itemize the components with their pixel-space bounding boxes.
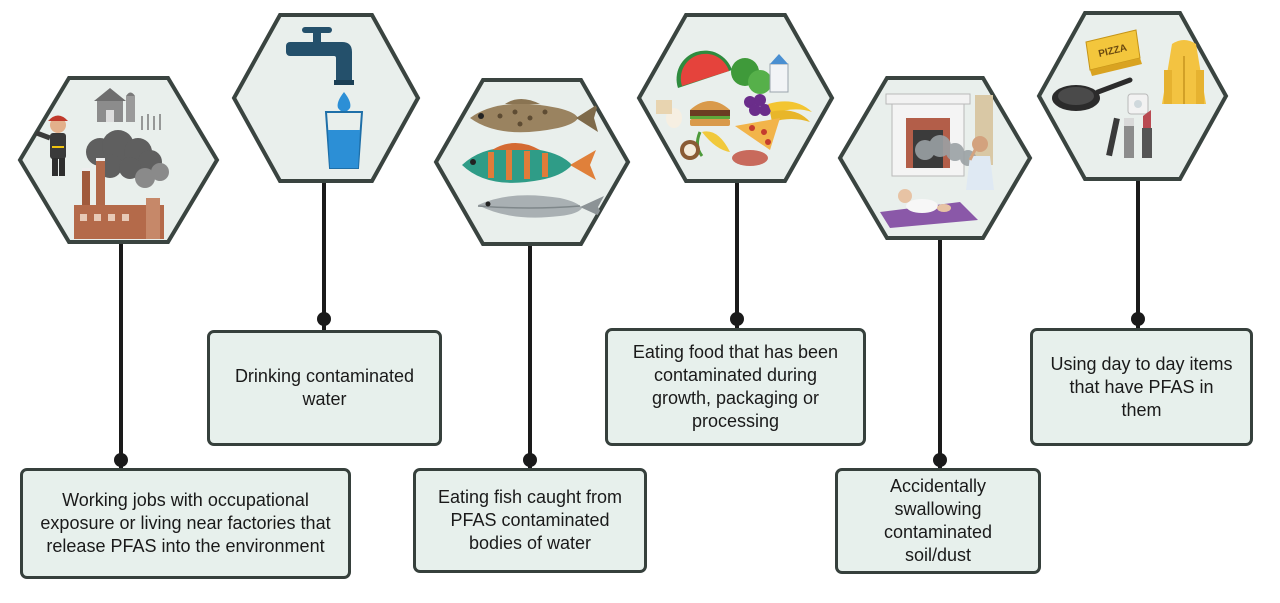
connector-dot [114, 453, 128, 467]
hex-items: PIZZA [1036, 11, 1229, 181]
label-items: Using day to day items that have PFAS in… [1030, 328, 1253, 446]
label-water-text: Drinking contaminated water [234, 366, 415, 409]
hex-occupational [17, 76, 220, 244]
label-food: Eating food that has been contaminated d… [605, 328, 866, 446]
label-occupational: Working jobs with occupational exposure … [20, 468, 351, 579]
hex-water [231, 13, 421, 183]
label-fish: Eating fish caught from PFAS contaminate… [413, 468, 647, 573]
connector-dot [317, 312, 331, 326]
food-pile-icon [656, 50, 812, 166]
connector-dot [523, 453, 537, 467]
hex-dust [837, 76, 1033, 240]
household-dust-icon [880, 93, 994, 228]
label-food-text: Eating food that has been contaminated d… [632, 342, 839, 431]
connector-dot [933, 453, 947, 467]
consumer-products-icon: PIZZA [1052, 29, 1206, 158]
factory-firefighter-icon [23, 88, 169, 239]
label-occupational-text: Working jobs with occupational exposure … [40, 490, 331, 556]
label-dust-text: Accidentally swallowing contaminated soi… [883, 476, 993, 565]
hex-fish [433, 78, 631, 246]
pizza-box-icon: PIZZA [1085, 29, 1142, 76]
fish-icon [462, 99, 604, 218]
label-dust: Accidentally swallowing contaminated soi… [835, 468, 1041, 574]
connector-dot [1131, 312, 1145, 326]
hex-food [636, 13, 835, 183]
label-fish-text: Eating fish caught from PFAS contaminate… [437, 487, 623, 553]
connector-dots [114, 312, 1145, 467]
connectors [119, 179, 1140, 470]
label-items-text: Using day to day items that have PFAS in… [1050, 353, 1233, 420]
label-water: Drinking contaminated water [207, 330, 442, 446]
faucet-water-glass-icon [286, 27, 364, 169]
connector-dot [730, 312, 744, 326]
